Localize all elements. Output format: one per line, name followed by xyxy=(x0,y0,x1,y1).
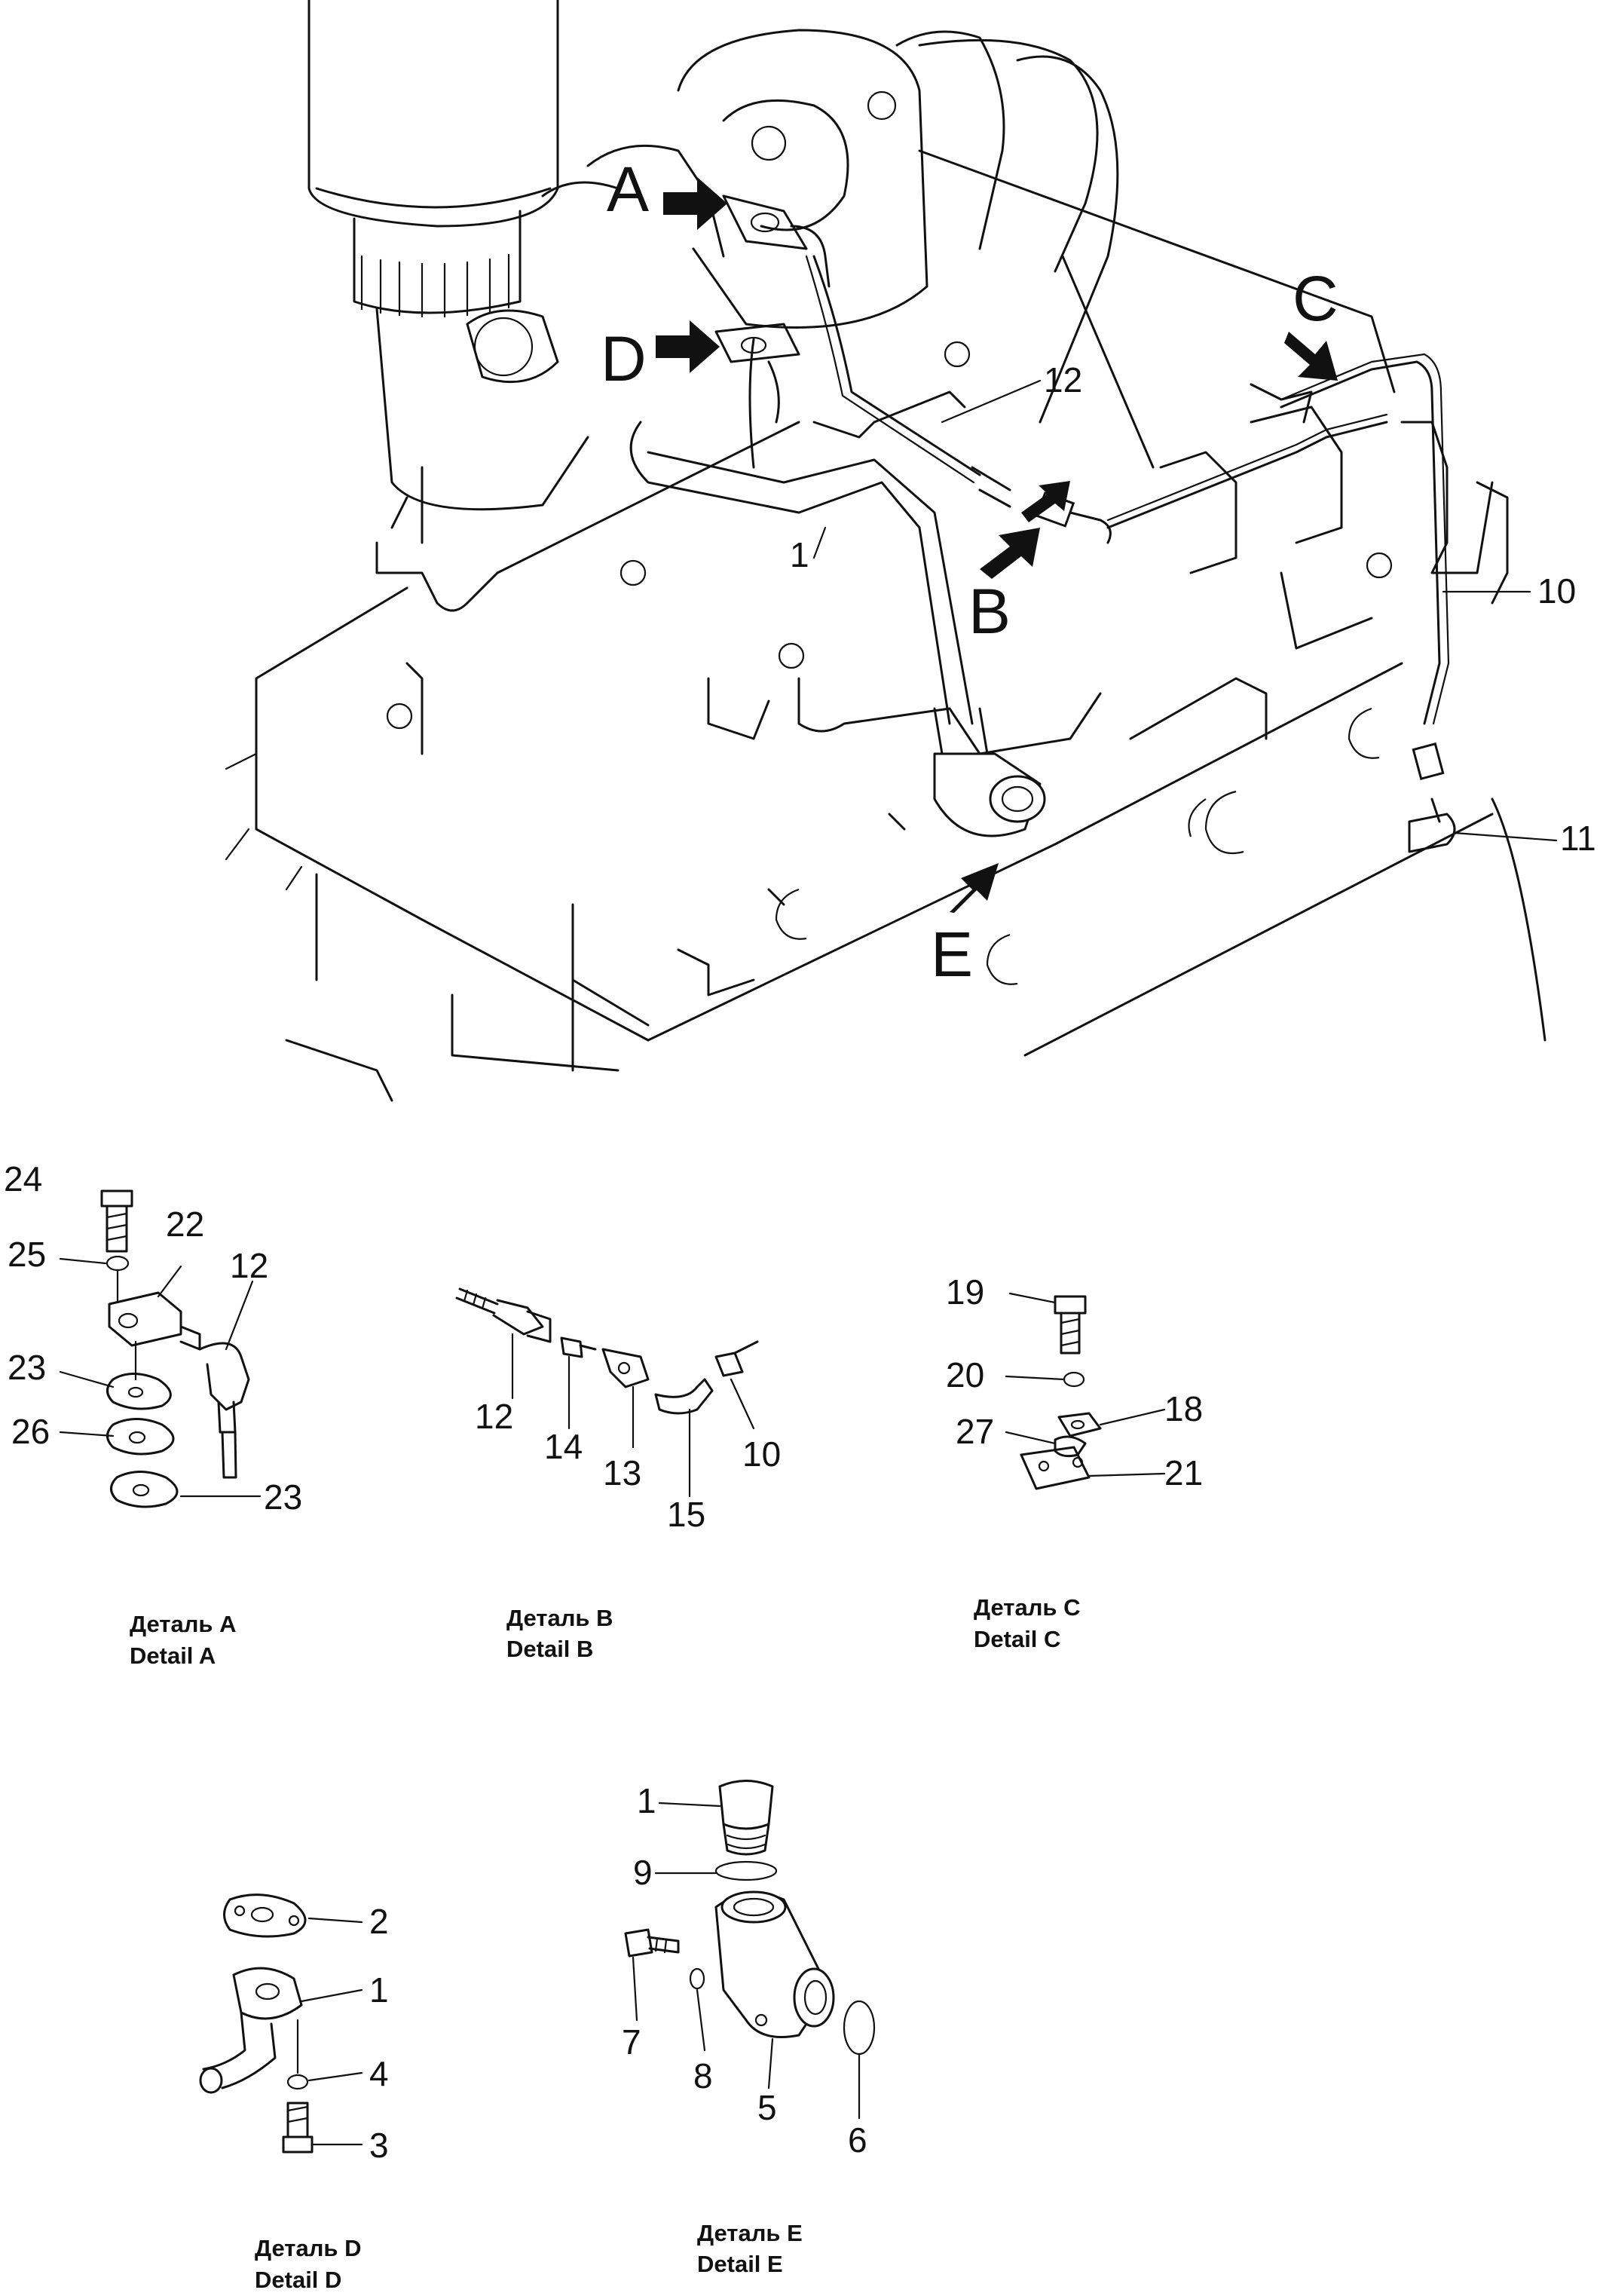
callout-21: 21 xyxy=(1164,1453,1203,1492)
callout-9: 9 xyxy=(633,1853,653,1892)
callout-23a: 23 xyxy=(8,1348,46,1387)
callout-15: 15 xyxy=(667,1495,705,1534)
gasket-26 xyxy=(106,1418,175,1456)
caption-b-en: Detail B xyxy=(506,1636,593,1662)
caption-a-en: Detail A xyxy=(130,1642,216,1669)
leader-1 xyxy=(812,526,827,559)
arrow-b2 xyxy=(1021,481,1070,522)
bolt-7 xyxy=(624,1928,680,1958)
caption-d-en: Detail D xyxy=(255,2267,341,2293)
detail-b: 12 14 13 15 10 Деталь В Detail B xyxy=(455,1287,781,1662)
plug-1 xyxy=(718,1780,774,1830)
callout-8: 8 xyxy=(693,2056,713,2095)
arrow-e xyxy=(950,863,999,913)
detail-d: 2 1 4 3 Деталь D Detail D xyxy=(199,1893,389,2293)
air-cleaner xyxy=(307,0,589,544)
bolt-19 xyxy=(1054,1295,1087,1355)
callout-13: 13 xyxy=(603,1453,641,1492)
arrow-d xyxy=(656,320,720,373)
callout-7: 7 xyxy=(622,2022,641,2062)
bolt-24 xyxy=(100,1189,133,1253)
callout-25: 25 xyxy=(8,1235,46,1274)
flange-a xyxy=(722,194,831,288)
marker-e: E xyxy=(931,919,973,990)
leader-12 xyxy=(941,379,1042,424)
marker-b: B xyxy=(968,576,1011,647)
caption-e-en: Detail E xyxy=(697,2251,783,2277)
callout-18: 18 xyxy=(1164,1389,1203,1428)
gasket-23b xyxy=(110,1471,179,1508)
turbocharger xyxy=(541,29,1155,469)
nut-10 xyxy=(714,1340,759,1377)
callout-12a: 12 xyxy=(230,1246,268,1285)
pipe-10 xyxy=(1250,353,1456,853)
marker-d: D xyxy=(601,323,647,394)
arrow-b xyxy=(980,528,1040,579)
detail-e: 1 9 7 8 5 6 Деталь E Detail E xyxy=(622,1780,876,2277)
callout-1e: 1 xyxy=(637,1781,656,1820)
o-ring-6 xyxy=(843,2000,876,2056)
callout-26: 26 xyxy=(11,1412,50,1451)
callout-23b: 23 xyxy=(264,1477,302,1517)
callout-10: 10 xyxy=(1537,571,1576,611)
caption-c-en: Detail C xyxy=(974,1626,1060,1652)
callout-24: 24 xyxy=(4,1159,42,1199)
pipe-end-12 xyxy=(455,1287,499,1315)
water-flange xyxy=(933,752,1046,837)
washer-25 xyxy=(106,1255,130,1272)
flange-d xyxy=(714,323,800,424)
washer-4 xyxy=(286,2074,309,2090)
arrow-c xyxy=(1284,332,1338,381)
washer-8 xyxy=(689,1967,705,1990)
bolt-3 xyxy=(282,2102,314,2154)
pipe-1 xyxy=(232,1967,303,2020)
callout-19: 19 xyxy=(946,1272,984,1312)
washer-20 xyxy=(1063,1371,1085,1388)
marker-a: A xyxy=(607,154,649,225)
callout-10b: 10 xyxy=(742,1434,781,1474)
engine-block xyxy=(225,149,1546,1102)
engine-main-view: A B C D E 12 1 10 11 xyxy=(225,0,1596,1102)
callout-12b: 12 xyxy=(475,1397,513,1436)
callout-3: 3 xyxy=(369,2126,389,2165)
caption-d-ru: Деталь D xyxy=(255,2235,361,2261)
elbow-12 xyxy=(198,1342,250,1411)
caption-a-ru: Деталь А xyxy=(130,1611,236,1637)
arrow-a xyxy=(663,177,727,230)
callout-20: 20 xyxy=(946,1355,984,1394)
detail-arrows xyxy=(656,177,1338,913)
detail-a: 24 25 22 12 23 26 23 Деталь А Detail A xyxy=(4,1159,302,1669)
caption-e-ru: Деталь E xyxy=(697,2220,803,2246)
cushion-27 xyxy=(1054,1435,1087,1458)
marker-c: C xyxy=(1293,263,1338,334)
union-13 xyxy=(601,1348,650,1388)
caption-c-ru: Деталь С xyxy=(974,1594,1080,1621)
callout-1d: 1 xyxy=(369,1970,389,2010)
callout-12: 12 xyxy=(1044,360,1082,400)
callout-5: 5 xyxy=(757,2088,777,2127)
gasket-2 xyxy=(223,1893,307,1938)
plate-21 xyxy=(1020,1446,1091,1490)
leader-11 xyxy=(1453,831,1558,842)
callout-14: 14 xyxy=(544,1427,583,1466)
clamp-18 xyxy=(1057,1412,1102,1437)
caption-b-ru: Деталь В xyxy=(506,1605,613,1631)
banjo-22 xyxy=(108,1291,182,1347)
gasket-23a xyxy=(106,1373,172,1410)
callout-22: 22 xyxy=(166,1205,204,1244)
o-ring-9 xyxy=(714,1860,778,1881)
callout-1: 1 xyxy=(790,535,809,574)
callout-2: 2 xyxy=(369,1902,389,1941)
elbow-15 xyxy=(654,1378,714,1415)
callout-11: 11 xyxy=(1560,819,1596,858)
connector-14 xyxy=(560,1336,597,1358)
detail-c: 19 20 18 27 21 Деталь С Detail C xyxy=(946,1272,1203,1652)
callout-6: 6 xyxy=(848,2120,867,2160)
callout-4: 4 xyxy=(369,2054,389,2093)
callout-27: 27 xyxy=(956,1412,994,1451)
